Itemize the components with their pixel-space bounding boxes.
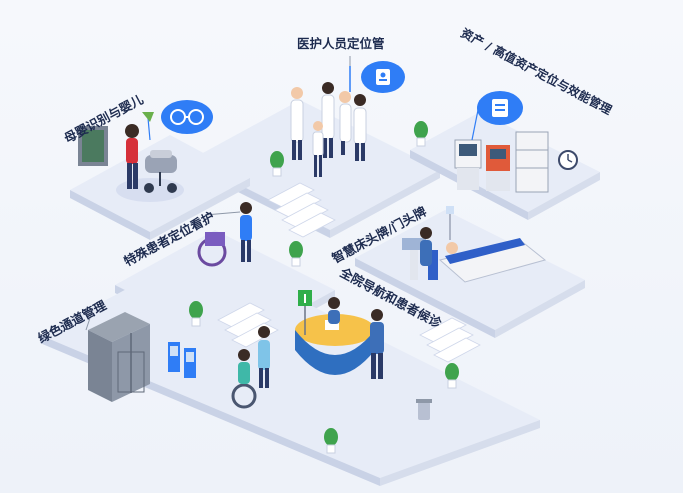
trash-bin [416,399,432,420]
stairs-upper [267,182,336,238]
wall-screen [78,126,108,166]
staff-group [290,82,367,177]
tag-icon [471,91,523,141]
medical-equipment [454,131,578,193]
glasses-icon [161,100,213,134]
label-staff-location: 医护人员定位管 [297,36,385,51]
wheelchair-patient [197,202,252,267]
stairs-lower-right [419,317,481,363]
id-badge-icon [349,61,405,93]
info-sign-icon [298,290,312,335]
elevator [88,312,150,402]
label-pointers [85,56,351,331]
plant-icon [189,121,459,454]
tag-sensor [142,112,154,141]
mother-with-stroller [116,124,184,202]
hospital-bed [402,206,547,283]
info-posters [168,342,196,378]
reception-desk [295,297,384,379]
wheelchair-nurse [231,326,270,409]
